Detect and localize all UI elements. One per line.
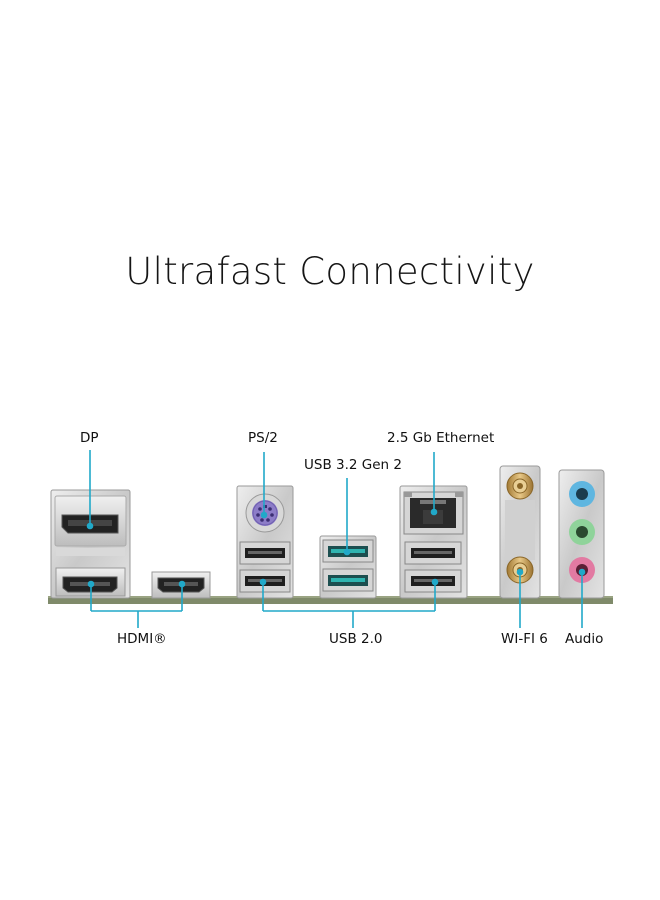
audio-jack-line-in <box>569 481 595 507</box>
label-usb32: USB 3.2 Gen 2 <box>304 457 402 473</box>
label-audio: Audio <box>565 631 604 647</box>
label-dp: DP <box>80 430 99 446</box>
pcb-board <box>48 596 613 604</box>
wifi-antenna-connector-1 <box>506 472 534 500</box>
label-wifi: WI-FI 6 <box>501 631 548 647</box>
label-ethernet: 2.5 Gb Ethernet <box>387 430 495 446</box>
label-hdmi: HDMI® <box>117 631 167 647</box>
audio-jack-line-out <box>569 519 595 545</box>
usb32-port-2 <box>322 568 374 592</box>
callout-lines <box>86 450 586 628</box>
label-ps2: PS/2 <box>248 430 278 446</box>
usb32-stack <box>319 535 377 599</box>
page-title: Ultrafast Connectivity <box>125 250 535 293</box>
usb2-port-3 <box>404 541 462 565</box>
usb2-port-1 <box>239 541 291 565</box>
label-usb20: USB 2.0 <box>329 631 383 647</box>
